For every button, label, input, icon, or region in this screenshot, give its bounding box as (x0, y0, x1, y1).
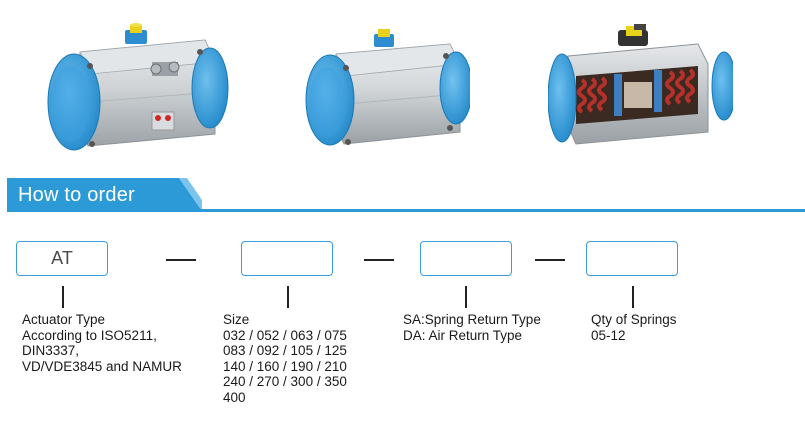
section-title: How to order (18, 184, 135, 206)
connector-line-actuator (62, 286, 64, 308)
separator-dash-2 (364, 259, 394, 261)
actuator-image-2 (305, 29, 470, 146)
connector-line-springs (632, 286, 634, 308)
section-divider (7, 209, 805, 212)
separator-dash-3 (535, 259, 565, 261)
actuator-image-3 (548, 24, 733, 145)
desc-line: Actuator Type (22, 312, 106, 327)
code-box-springs[interactable] (586, 241, 678, 276)
desc-line: 140 / 160 / 190 / 210 (223, 358, 347, 374)
desc-line: DA: Air Return Type (403, 327, 523, 343)
connector-line-size (287, 286, 289, 308)
return-type-description: SA:Spring Return Type DA: Air Return Typ… (403, 312, 541, 343)
desc-line: Size (223, 312, 250, 327)
code-box-type[interactable] (420, 241, 512, 276)
actuator-type-description: Actuator Type According to ISO5211, DIN3… (22, 312, 182, 374)
desc-line: 400 (223, 389, 246, 405)
desc-line: DIN3337, (22, 343, 80, 359)
code-box-size[interactable] (241, 241, 333, 276)
desc-line: VD/VDE3845 and NAMUR (22, 358, 182, 374)
size-description: Size 032 / 052 / 063 / 075 083 / 092 / 1… (223, 312, 347, 406)
springs-description: Qty of Springs 05-12 (591, 312, 677, 343)
section-ribbon (7, 178, 202, 211)
desc-line: 05-12 (591, 327, 626, 343)
separator-dash-1 (166, 259, 196, 261)
desc-line: 240 / 270 / 300 / 350 (223, 374, 347, 390)
desc-line: 032 / 052 / 063 / 075 (223, 327, 347, 343)
actuator-image-1 (47, 23, 229, 151)
code-box-actuator[interactable]: AT (16, 241, 108, 276)
desc-line: According to ISO5211, (22, 327, 157, 343)
connector-line-type (465, 286, 467, 308)
desc-line: SA:Spring Return Type (403, 312, 541, 327)
desc-line: 083 / 092 / 105 / 125 (223, 343, 347, 359)
desc-line: Qty of Springs (591, 312, 677, 327)
